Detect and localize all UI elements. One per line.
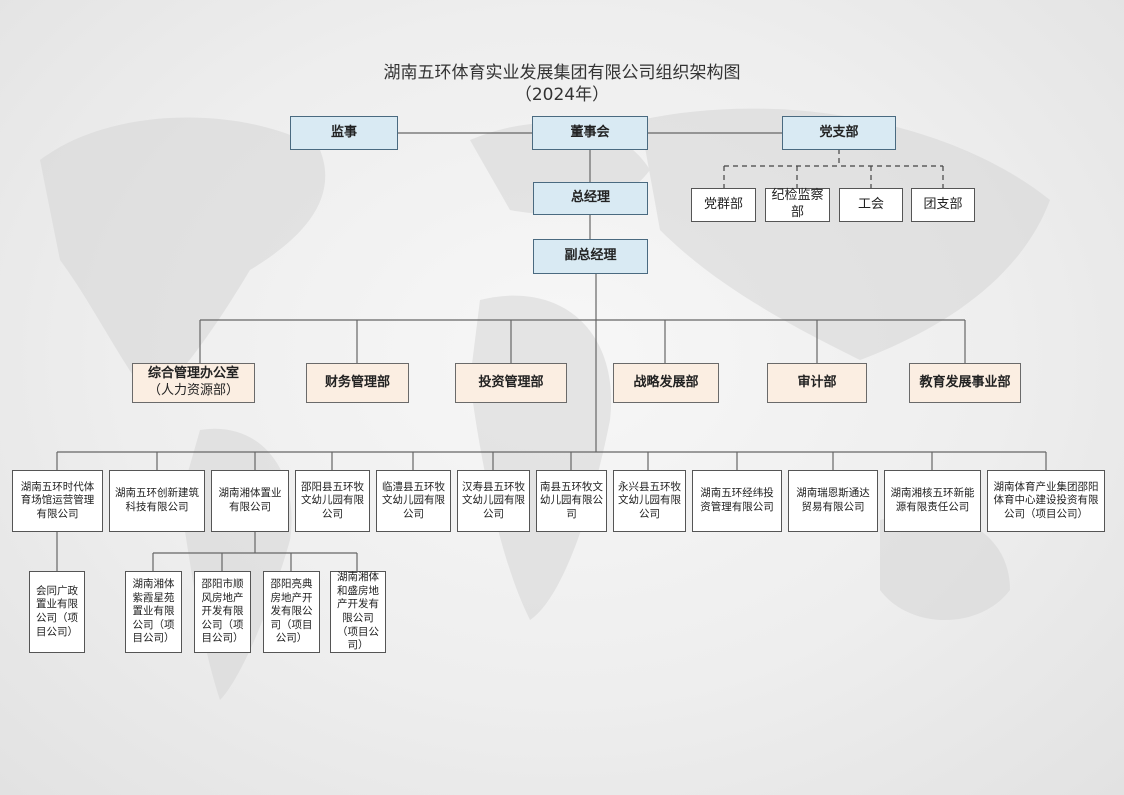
subsidiary-box: 邵阳县五环牧文幼儿园有限公司 — [295, 470, 370, 532]
subsidiary-box: 永兴县五环牧文幼儿园有限公司 — [613, 470, 686, 532]
department-box: 教育发展事业部 — [909, 363, 1021, 403]
supervisor-box: 监事 — [290, 116, 398, 150]
party-unit-box: 纪检监察部 — [765, 188, 830, 222]
subsidiary-box: 临澧县五环牧文幼儿园有限公司 — [376, 470, 451, 532]
party-unit-box: 团支部 — [911, 188, 975, 222]
subsidiary-box: 湖南五环经纬投资管理有限公司 — [692, 470, 782, 532]
project-company-box: 湖南湘体和盛房地产开发有限公司（项目公司） — [330, 571, 386, 653]
deputy-general-manager-box: 副总经理 — [533, 239, 648, 274]
subsidiary-box: 湖南五环创新建筑科技有限公司 — [109, 470, 205, 532]
chart-subtitle: （2024年） — [514, 85, 610, 105]
general-manager-box: 总经理 — [533, 182, 648, 215]
subsidiary-box: 湖南五环时代体育场馆运营管理有限公司 — [12, 470, 103, 532]
chart-title: 湖南五环体育实业发展集团有限公司组织架构图 — [383, 63, 741, 83]
department-box: 战略发展部 — [613, 363, 719, 403]
subsidiary-box: 湖南湘核五环新能源有限责任公司 — [884, 470, 981, 532]
subsidiary-box: 汉寿县五环牧文幼儿园有限公司 — [457, 470, 530, 532]
party-unit-box: 工会 — [839, 188, 903, 222]
project-company-box: 邵阳亮典房地产开发有限公司（项目公司） — [263, 571, 320, 653]
department-name: 综合管理办公室 — [147, 366, 239, 382]
department-box: 投资管理部 — [455, 363, 567, 403]
subsidiary-box: 湖南体育产业集团邵阳体育中心建设投资有限公司（项目公司） — [987, 470, 1105, 532]
party-branch-box: 党支部 — [782, 116, 896, 150]
subsidiary-box: 南县五环牧文幼儿园有限公司 — [536, 470, 607, 532]
project-company-box: 湖南湘体紫霞星苑置业有限公司（项目公司） — [125, 571, 182, 653]
department-box: 审计部 — [767, 363, 867, 403]
subsidiary-box: 湖南瑞恩斯通达贸易有限公司 — [788, 470, 878, 532]
department-box: 财务管理部 — [306, 363, 409, 403]
subsidiary-box: 湖南湘体置业有限公司 — [211, 470, 289, 532]
party-unit-box: 党群部 — [691, 188, 756, 222]
department-subname: （人力资源部） — [147, 383, 239, 398]
board-box: 董事会 — [532, 116, 648, 150]
project-company-box: 邵阳市顺风房地产开发有限公司（项目公司） — [194, 571, 251, 653]
project-company-box: 会同广政置业有限公司（项目公司） — [29, 571, 85, 653]
department-box: 综合管理办公室 （人力资源部） — [132, 363, 255, 403]
